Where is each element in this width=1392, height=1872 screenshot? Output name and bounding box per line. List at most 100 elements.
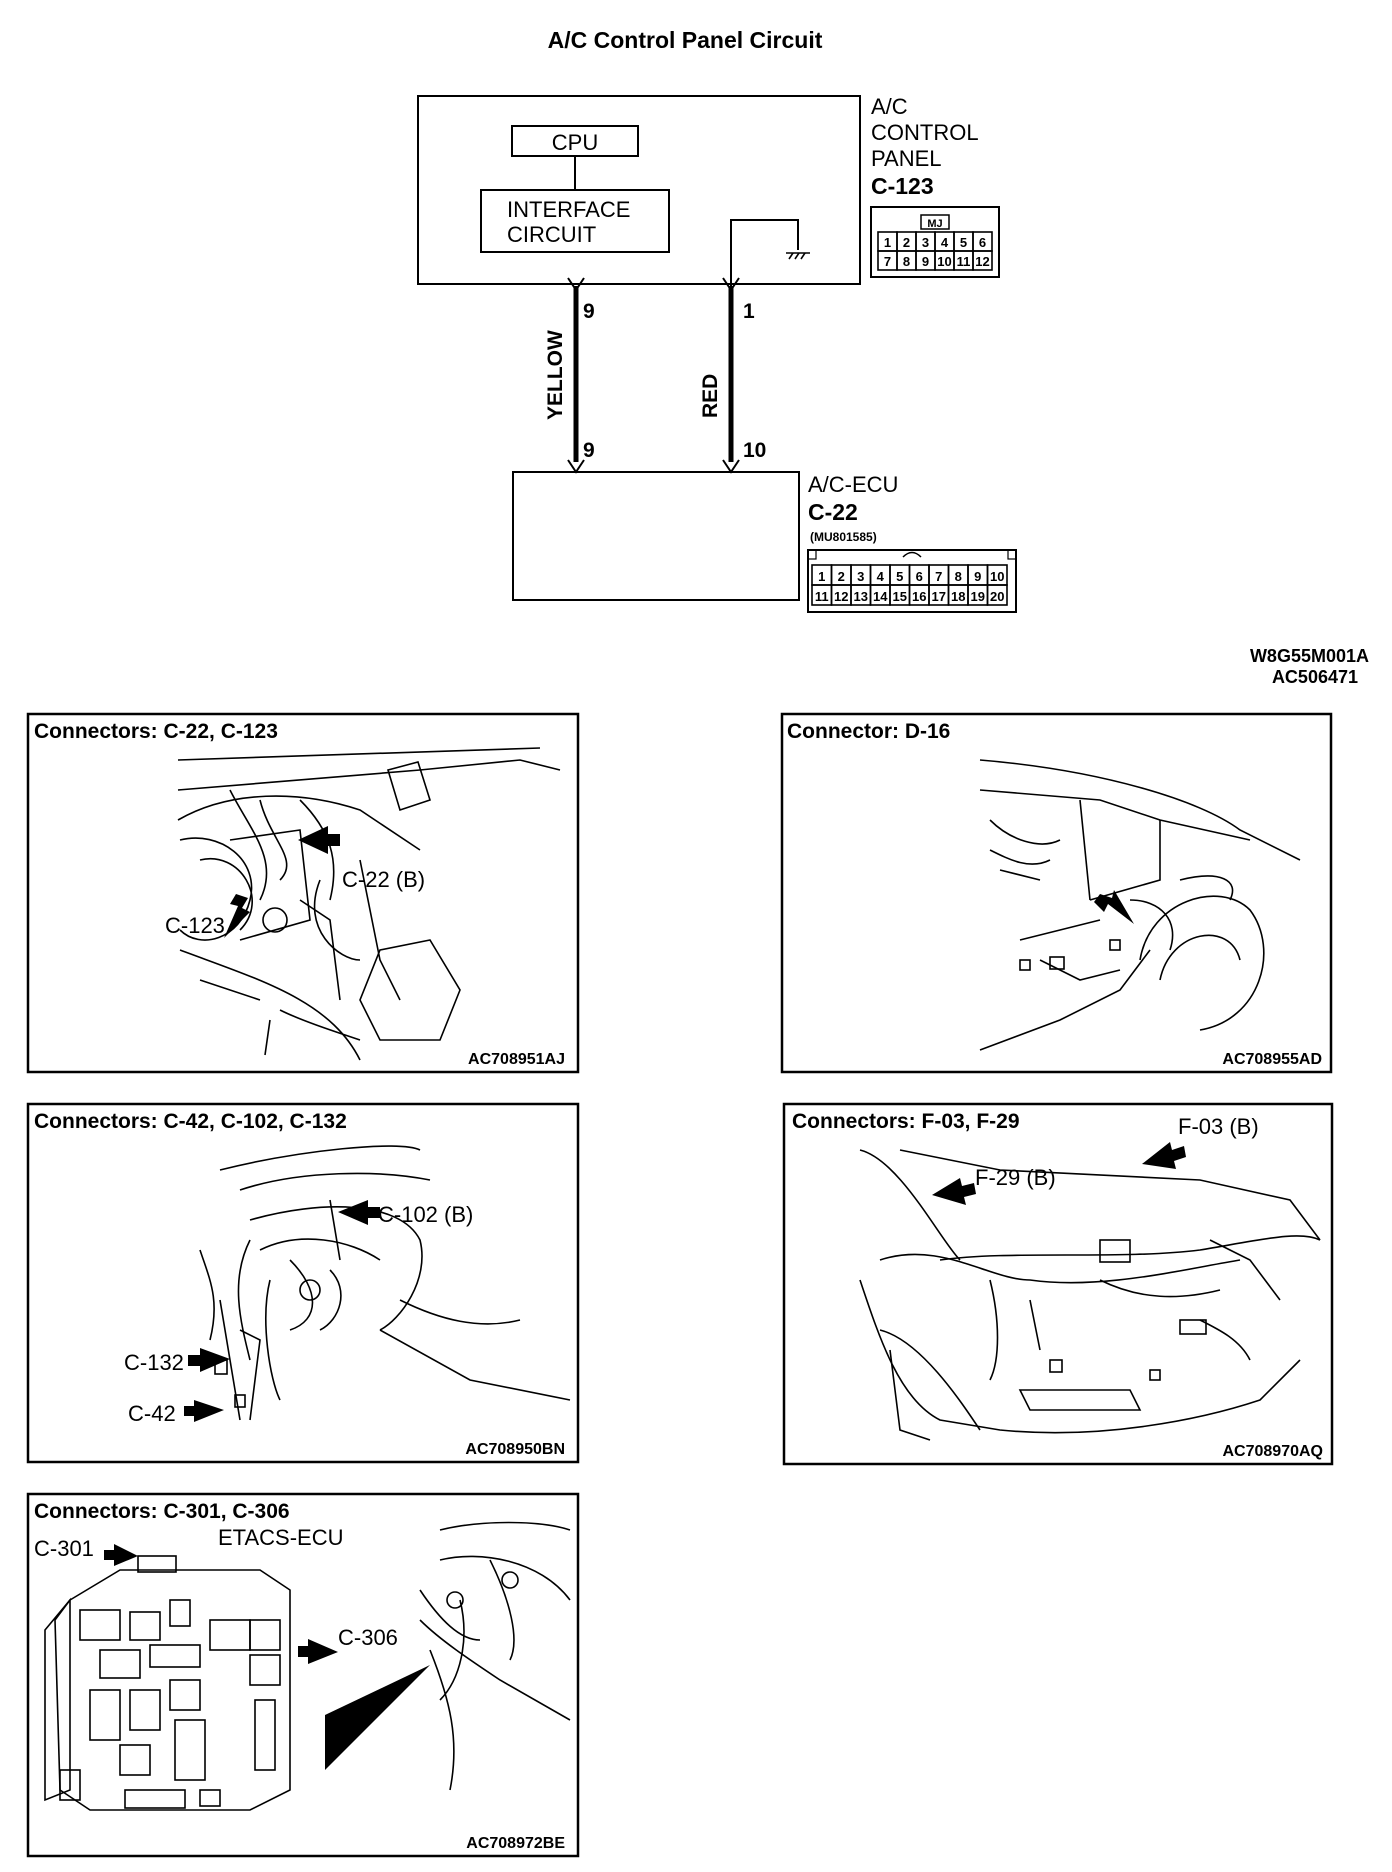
callout-c22: C-22 (B): [342, 867, 425, 892]
yellow-wire-color: YELLOW: [544, 330, 567, 420]
c123-pin-number: 7: [884, 254, 891, 269]
c22-pin-number: 17: [932, 589, 946, 604]
c22-pin-number: 5: [896, 569, 903, 584]
figure-title: Connectors: C-42, C-102, C-132: [34, 1110, 347, 1133]
c22-pin-number: 10: [990, 569, 1004, 584]
c22-pin-number: 13: [854, 589, 868, 604]
c22-pin-number: 11: [815, 589, 829, 604]
callout-etacs: ETACS-ECU: [218, 1525, 344, 1550]
ecu-connector-id: C-22: [808, 499, 858, 525]
figure-c301-c306: Connectors: C-301, C-306 ETACS-ECU: [26, 1492, 580, 1858]
c22-pin-number: 12: [834, 589, 848, 604]
callout-c132: C-132: [124, 1350, 184, 1375]
c22-pin-number: 6: [916, 569, 923, 584]
c123-mark: MJ: [927, 218, 942, 230]
ac-control-panel-box: [417, 95, 861, 285]
c123-pin-number: 3: [922, 235, 929, 250]
arrow-c123-icon: [224, 894, 250, 938]
panel-connector-id: C-123: [871, 173, 934, 199]
callout-f29: F-29 (B): [975, 1165, 1056, 1190]
c22-pin-number: 18: [951, 589, 965, 604]
panel-label-line1: A/C: [871, 94, 908, 119]
figure-title: Connectors: C-301, C-306: [34, 1500, 290, 1523]
c123-pin-number: 4: [941, 235, 949, 250]
callout-c306: C-306: [338, 1625, 398, 1650]
etacs-ecu-illustration: [44, 1555, 291, 1811]
c22-pin-cell: [986, 584, 1008, 606]
interface-label-line1: INTERFACE: [507, 197, 630, 222]
c22-pin-number: 8: [955, 569, 962, 584]
interface-circuit-box: [480, 189, 670, 253]
c123-pin-number: 5: [960, 235, 967, 250]
c22-pin-number: 20: [990, 589, 1004, 604]
interface-label-line2: CIRCUIT: [507, 222, 596, 247]
c123-pin-number: 10: [937, 254, 951, 269]
c123-pin-number: 8: [903, 254, 910, 269]
callout-c42: C-42: [128, 1401, 176, 1426]
red-bottom-pin: 10: [743, 439, 766, 462]
figure-d16: Connector: D-16 AC708955AD: [780, 712, 1333, 1074]
rear-quarter-illustration: [979, 759, 1301, 1051]
c123-pin-number: 12: [975, 254, 989, 269]
cpu-label: CPU: [552, 130, 598, 155]
arrow-d16-icon: [1094, 890, 1134, 924]
callout-f03: F-03 (B): [1178, 1114, 1259, 1139]
zoom-pointer-icon: [325, 1665, 430, 1770]
dashboard-illustration: [177, 747, 561, 1061]
c22-pin-number: 4: [877, 569, 885, 584]
yellow-top-pin: 9: [583, 300, 595, 323]
yellow-wire: 9 9 YELLOW: [544, 277, 595, 474]
arrow-c306-icon: [298, 1639, 338, 1664]
figure-title: Connectors: F-03, F-29: [792, 1110, 1020, 1133]
c22-pin-number: 16: [912, 589, 926, 604]
figure-c22-c123: Connectors: C-22, C-123 C-22 (B) C-123: [26, 712, 580, 1074]
trunk-lid-illustration: [859, 1149, 1321, 1441]
callout-c123: C-123: [165, 913, 225, 938]
diagram-ref-code: AC506471: [1272, 667, 1358, 687]
arrow-c132-icon: [188, 1348, 230, 1372]
ground-lead: [730, 219, 799, 286]
c123-pin-number: 6: [979, 235, 986, 250]
arrow-c301-icon: [104, 1544, 138, 1566]
c123-pin-number: 1: [884, 235, 891, 250]
red-wire: 1 10 RED: [699, 277, 766, 474]
arrow-c22-icon: [298, 826, 340, 854]
ground-symbol-icon: [786, 252, 810, 260]
figure-code: AC708972BE: [466, 1835, 565, 1852]
figure-title: Connector: D-16: [787, 720, 950, 743]
c22-pin-number: 9: [974, 569, 981, 584]
figure-f03-f29: Connectors: F-03, F-29 F-03 (B) F-29 (B)…: [782, 1102, 1334, 1466]
arrow-f03-icon: [1142, 1142, 1186, 1169]
c22-pin-number: 7: [935, 569, 942, 584]
instrument-panel-illustration: [199, 1145, 571, 1421]
red-wire-color: RED: [699, 374, 722, 418]
figure-code: AC708970AQ: [1223, 1443, 1324, 1460]
c22-pin-number: 3: [857, 569, 864, 584]
arrow-f29-icon: [932, 1178, 976, 1205]
dash-wiring-illustration: [419, 1521, 571, 1791]
yellow-bottom-pin: 9: [583, 439, 595, 462]
ac-ecu-box: [512, 471, 800, 601]
c22-pin-number: 2: [838, 569, 845, 584]
red-top-pin: 1: [743, 300, 755, 323]
figure-code: AC708951AJ: [468, 1051, 565, 1068]
page-title: A/C Control Panel Circuit: [548, 27, 823, 53]
panel-label-line3: PANEL: [871, 146, 942, 171]
figure-code: AC708955AD: [1222, 1051, 1322, 1068]
c123-pin-number: 2: [903, 235, 910, 250]
callout-c102: C-102 (B): [378, 1202, 473, 1227]
figure-title: Connectors: C-22, C-123: [34, 720, 278, 743]
c22-pin-number: 1: [818, 569, 825, 584]
callout-c301: C-301: [34, 1536, 94, 1561]
c22-pin-number: 19: [971, 589, 985, 604]
c22-pin-number: 15: [893, 589, 907, 604]
diagram-code: W8G55M001A: [1250, 646, 1369, 666]
c123-pin-cell: [972, 250, 993, 271]
figure-c42-c102-c132: Connectors: C-42, C-102, C-132 C-102 (B)…: [26, 1102, 580, 1464]
panel-label-line2: CONTROL: [871, 120, 979, 145]
c123-pin-number: 11: [957, 254, 971, 269]
arrow-c42-icon: [184, 1400, 224, 1422]
ecu-part-number: (MU801585): [810, 530, 877, 544]
